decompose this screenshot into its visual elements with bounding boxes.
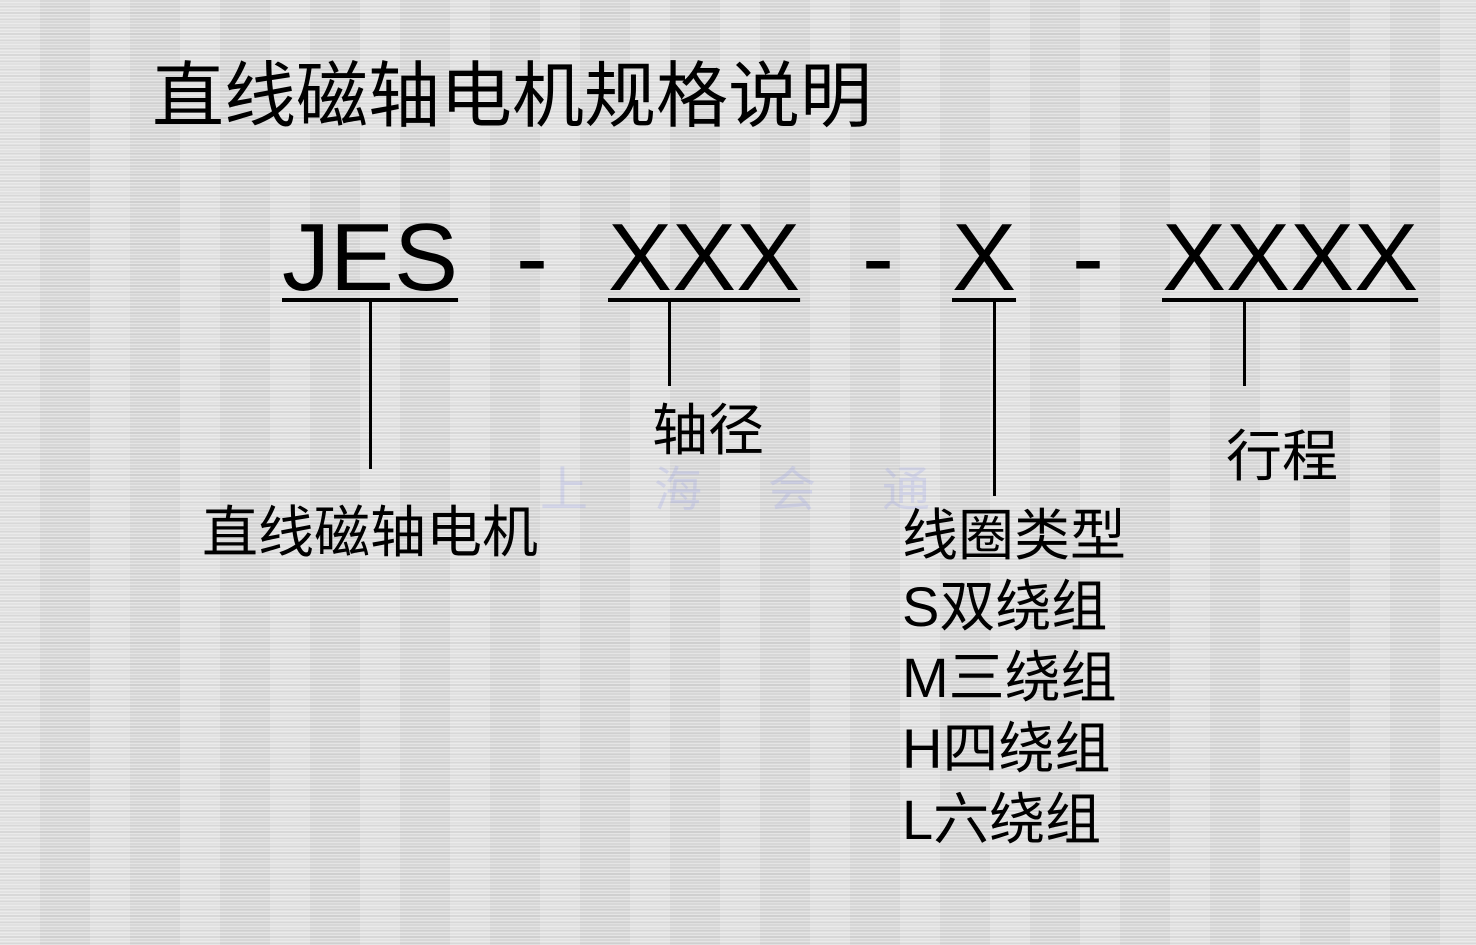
- connector-line-coil-type: [993, 302, 996, 496]
- label-shaft-diameter: 轴径: [652, 399, 764, 464]
- coil-option-m: M三绕组: [902, 643, 1126, 714]
- coil-option-code: H: [902, 717, 943, 780]
- coil-option-code: M: [902, 646, 949, 709]
- coil-option-code: L: [902, 788, 934, 851]
- coil-option-text: 六绕组: [933, 788, 1102, 853]
- model-code-shaft-diameter: XXX: [608, 204, 801, 311]
- coil-option-h: H四绕组: [902, 714, 1126, 785]
- coil-option-s: S双绕组: [902, 572, 1126, 643]
- coil-option-l: L六绕组: [902, 785, 1126, 856]
- label-motor-type: 直线磁轴电机: [202, 501, 538, 566]
- coil-option-text: 四绕组: [942, 717, 1111, 782]
- watermark-text: 上海会通: [540, 462, 997, 518]
- connector-line-series: [369, 302, 372, 469]
- model-code-series: JES: [282, 204, 459, 311]
- model-code-separator: -: [1072, 204, 1104, 311]
- model-code-separator: -: [862, 204, 894, 311]
- coil-type-legend: 线圈类型 S双绕组 M三绕组 H四绕组 L六绕组: [902, 502, 1126, 856]
- page-title: 直线磁轴电机规格说明: [152, 54, 873, 138]
- connector-line-stroke: [1243, 302, 1246, 386]
- model-code-coil-type: X: [952, 204, 1017, 311]
- model-code-separator: -: [516, 204, 548, 311]
- label-stroke: 行程: [1226, 425, 1338, 490]
- coil-type-heading: 线圈类型: [902, 504, 1126, 569]
- connector-line-shaft-diameter: [668, 302, 671, 386]
- coil-option-text: 三绕组: [948, 646, 1117, 711]
- coil-option-text: 双绕组: [939, 575, 1108, 640]
- model-code-stroke: XXXX: [1162, 204, 1419, 311]
- coil-option-code: S: [902, 575, 940, 638]
